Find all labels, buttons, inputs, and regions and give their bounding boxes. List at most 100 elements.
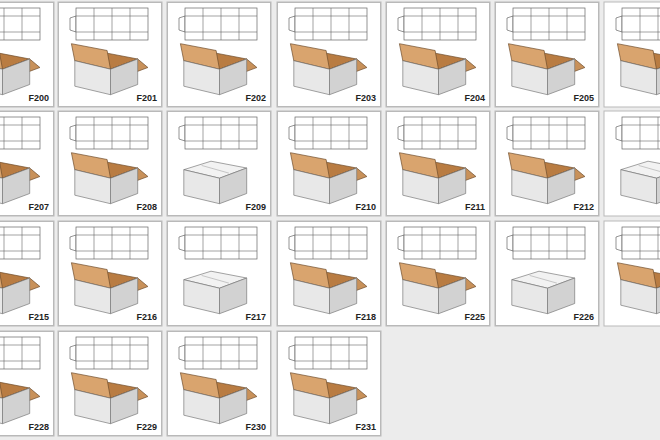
- style-code: F208: [136, 203, 157, 212]
- box-panel: [604, 111, 660, 216]
- panel-ground: [167, 221, 271, 326]
- box-panel: [277, 111, 381, 216]
- dieline: [398, 8, 476, 40]
- panel-ground: [277, 331, 381, 436]
- style-code: F204: [464, 94, 485, 103]
- box-panel: [604, 2, 660, 107]
- dieline: [0, 117, 40, 149]
- box-style-panel: F212: [495, 111, 599, 216]
- box-style-panel: F228: [0, 331, 54, 436]
- panel-ground: [277, 111, 381, 216]
- dieline: [507, 227, 585, 259]
- box-panel: [0, 221, 54, 326]
- box-figure: [399, 153, 476, 204]
- box-figure: [290, 153, 367, 204]
- box-figure: [180, 373, 257, 424]
- box-figure: [399, 44, 476, 95]
- panel-ground: [495, 111, 599, 216]
- style-code: F218: [355, 313, 376, 322]
- dieline: [70, 8, 148, 40]
- panel-ground: [58, 221, 162, 326]
- box-panel: [58, 331, 162, 436]
- panel-ground: [495, 2, 599, 107]
- box-panel: [58, 2, 162, 107]
- style-code: F200: [28, 94, 49, 103]
- box-figure: [71, 373, 147, 424]
- style-code: F217: [245, 313, 266, 322]
- box-style-panel: F210: [277, 111, 381, 216]
- box-figure: [508, 44, 585, 95]
- box-style-panel: F229: [58, 331, 162, 436]
- box-panel: [167, 331, 271, 436]
- panel-ground: [604, 2, 660, 107]
- style-code: F212: [573, 203, 594, 212]
- dieline: [179, 337, 257, 369]
- panel-ground: [0, 2, 54, 107]
- box-figure: [399, 263, 476, 314]
- panel-ground: [58, 331, 162, 436]
- box-panel: [58, 111, 162, 216]
- box-figure: [0, 263, 40, 314]
- dieline: [179, 117, 257, 149]
- panel-ground: [167, 111, 271, 216]
- box-style-panel: F200: [0, 2, 54, 107]
- box-panel: [495, 111, 599, 216]
- box-style-panel: F202: [167, 2, 271, 107]
- box-figure: [290, 373, 367, 424]
- dieline: [70, 227, 148, 259]
- box-figure: [184, 271, 247, 314]
- box-panel: [0, 111, 54, 216]
- box-figure: [621, 161, 660, 204]
- style-code: F210: [355, 203, 376, 212]
- dieline: [289, 8, 367, 40]
- box-figure: [71, 263, 147, 314]
- box-figure: [290, 44, 367, 95]
- panel-ground: [386, 111, 490, 216]
- box-style-panel: F211: [386, 111, 490, 216]
- box-figure: [0, 153, 40, 204]
- box-style-panel: F230: [167, 331, 271, 436]
- style-code: F225: [464, 313, 485, 322]
- panel-ground: [58, 111, 162, 216]
- panel-ground: [386, 221, 490, 326]
- box-style-panel: F231: [277, 331, 381, 436]
- box-panel: [0, 2, 54, 107]
- style-code: F226: [573, 313, 594, 322]
- box-panel: [58, 221, 162, 326]
- box-panel: [167, 221, 271, 326]
- style-code: F205: [573, 94, 594, 103]
- style-code: F230: [245, 423, 266, 432]
- box-panel: [277, 2, 381, 107]
- dieline: [289, 337, 367, 369]
- box-figure: [617, 263, 660, 314]
- panel-ground: [386, 2, 490, 107]
- panel-ground: [0, 331, 54, 436]
- panel-ground: [604, 221, 660, 326]
- panel-ground: [277, 2, 381, 107]
- panel-ground: [167, 331, 271, 436]
- dieline: [0, 8, 40, 40]
- box-panel: [167, 2, 271, 107]
- style-code: F209: [245, 203, 266, 212]
- box-figure: [71, 44, 147, 95]
- box-style-panel: F203: [277, 2, 381, 107]
- box-figure: [0, 373, 40, 424]
- box-panel: [495, 221, 599, 326]
- dieline: [507, 8, 585, 40]
- dieline: [179, 227, 257, 259]
- dieline: [616, 117, 660, 149]
- dieline: [289, 117, 367, 149]
- box-figure: [184, 161, 247, 204]
- box-figure: [71, 153, 147, 204]
- box-figure: [617, 44, 660, 95]
- box-style-panel: F209: [167, 111, 271, 216]
- panel-ground: [0, 111, 54, 216]
- panel-ground: [167, 2, 271, 107]
- style-code: F207: [28, 203, 49, 212]
- box-panel: [0, 331, 54, 436]
- dieline: [0, 337, 40, 369]
- box-panel: [386, 221, 490, 326]
- box-style-panel: F218: [277, 221, 381, 326]
- style-code: F211: [465, 203, 485, 212]
